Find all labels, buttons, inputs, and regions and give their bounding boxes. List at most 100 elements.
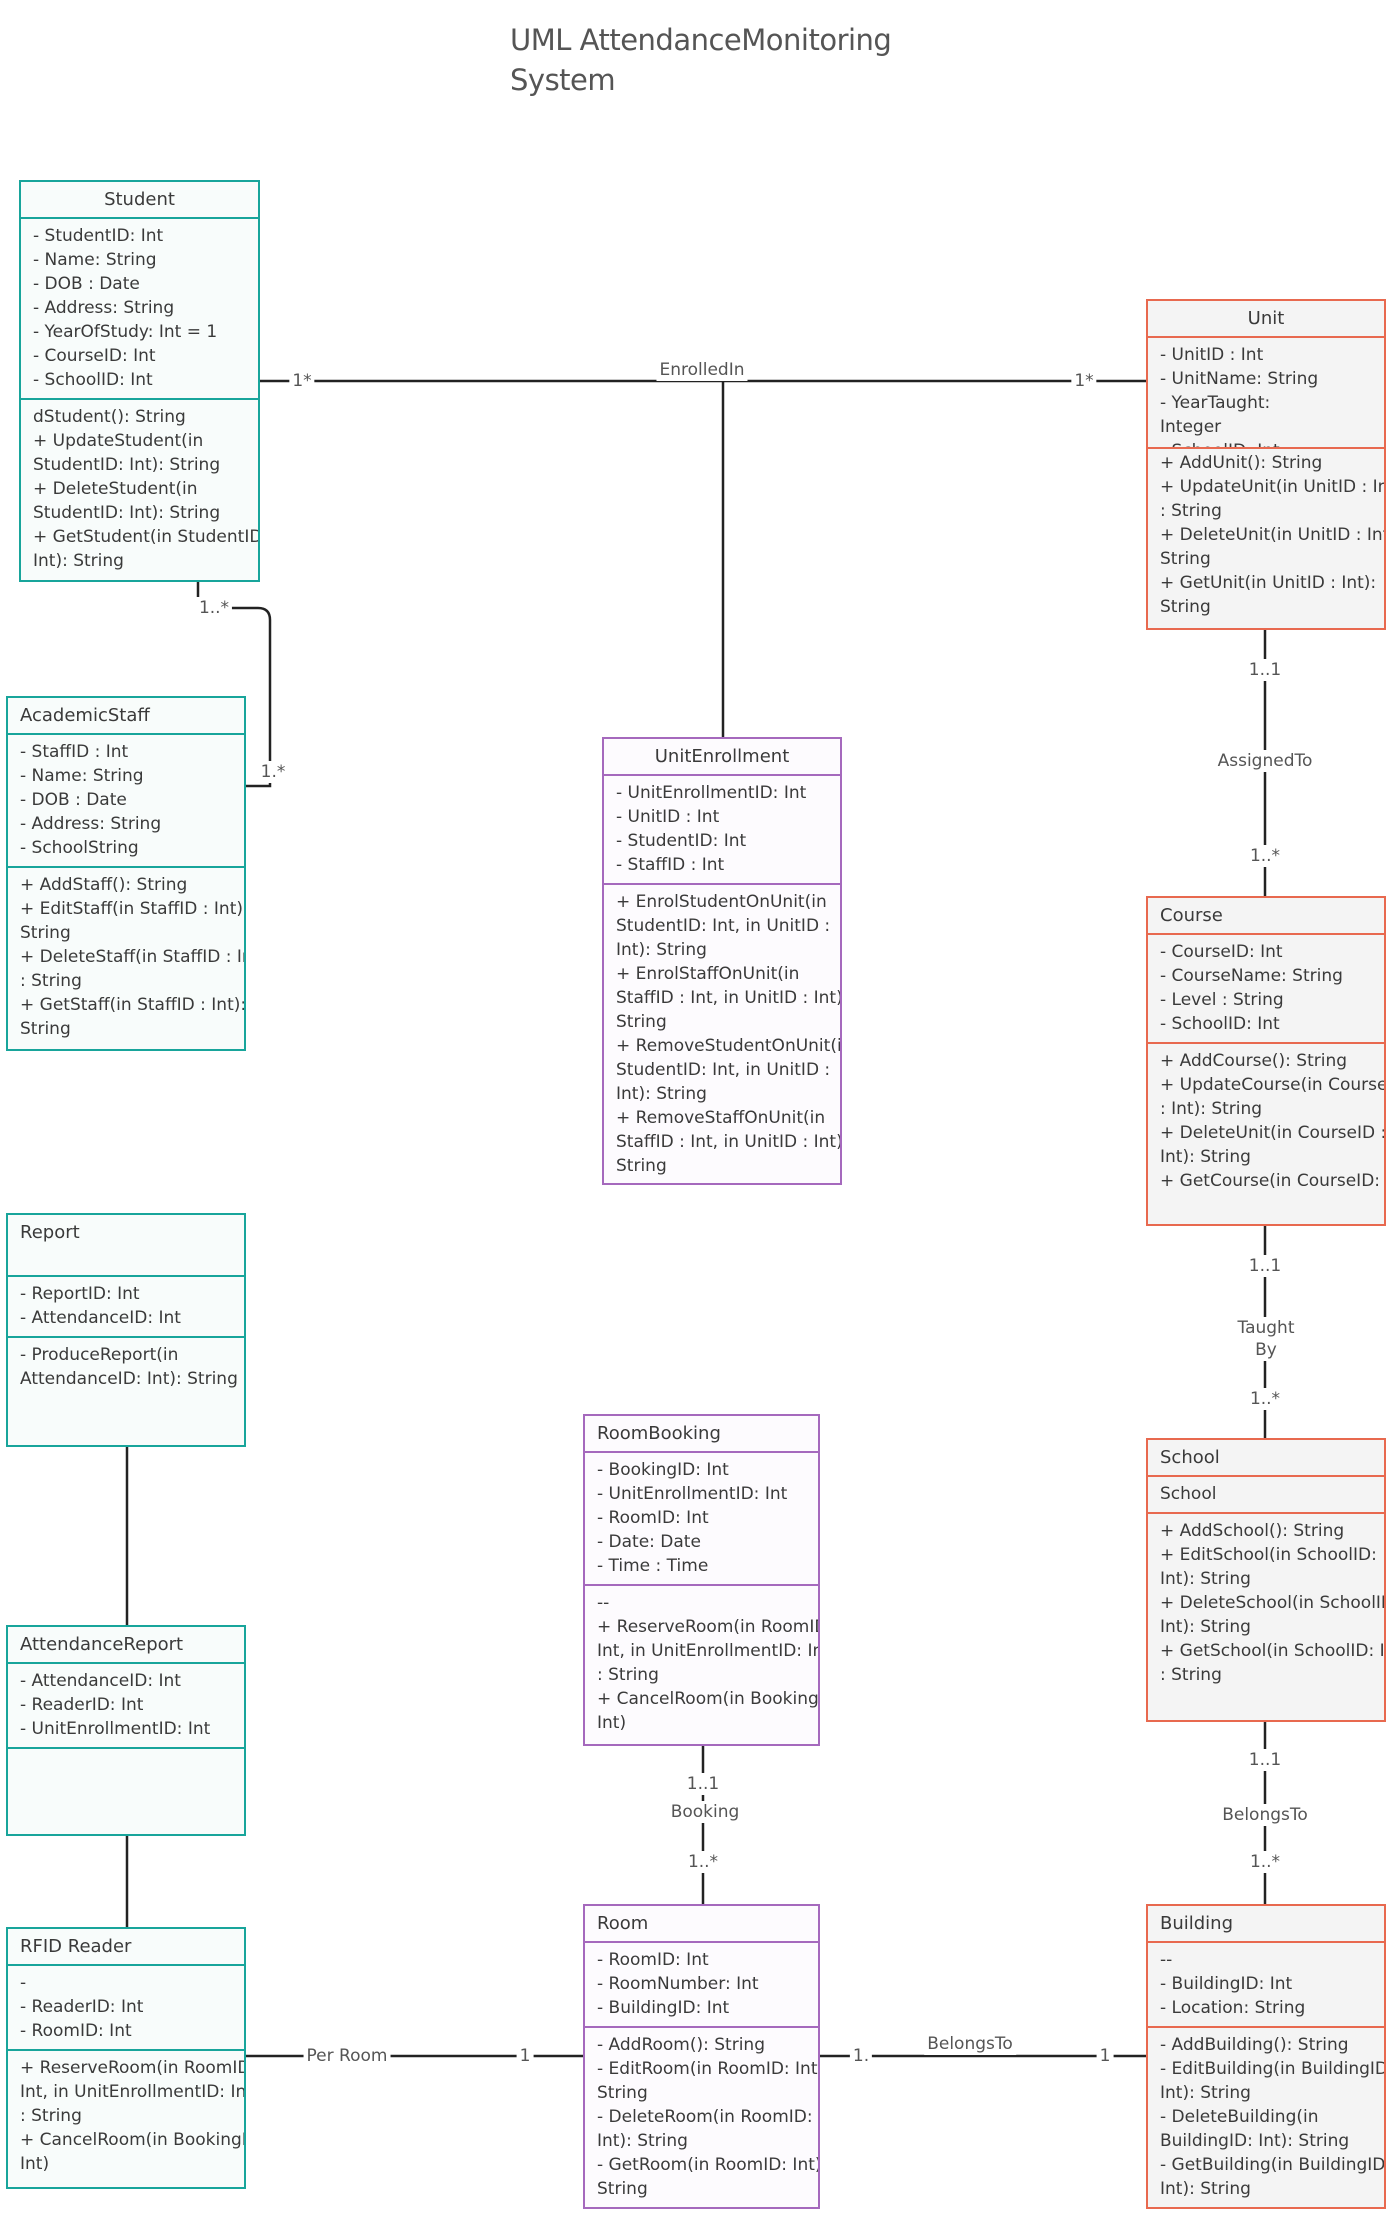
method: + DeleteUnit(in CourseID :	[1160, 1123, 1386, 1143]
class-student-attributes: - StudentID: Int - Name: String - DOB : …	[21, 219, 258, 400]
attribute: - ReaderID: Int	[20, 1997, 144, 2017]
class-attendancereport-methods	[8, 1749, 244, 1834]
label-school-belongs-mult: 1..1	[1245, 1749, 1285, 1771]
method: StudentID: Int): String	[33, 503, 221, 523]
class-unitenrollment-methods: + EnrolStudentOnUnit(in StudentID: Int, …	[604, 885, 842, 1183]
method: + UpdateCourse(in CourseID	[1160, 1075, 1386, 1095]
method: Int): String	[33, 551, 124, 571]
attribute: - UnitID : Int	[616, 807, 720, 827]
class-school-attributes: School	[1148, 1477, 1384, 1514]
class-room[interactable]: Room - RoomID: Int - RoomNumber: Int - B…	[583, 1904, 820, 2209]
attribute: - CourseName: String	[1160, 966, 1343, 986]
attribute: - StaffID : Int	[616, 855, 725, 875]
attribute: - YearOfStudy: Int = 1	[33, 322, 218, 342]
class-unitenrollment[interactable]: UnitEnrollment - UnitEnrollmentID: Int -…	[602, 737, 842, 1185]
label-room-building-mult-right: 1	[1096, 2045, 1114, 2067]
diagram-title-line-2: System	[510, 63, 616, 97]
method: + EnrolStaffOnUnit(in	[616, 964, 800, 984]
class-room-name: Room	[585, 1906, 818, 1943]
method: + GetStudent(in StudentID:	[33, 527, 260, 547]
method: Int): String	[1160, 2179, 1251, 2199]
method: + RemoveStaffOnUnit(in	[616, 1108, 826, 1128]
class-course-methods: + AddCourse(): String + UpdateCourse(in …	[1148, 1044, 1384, 1199]
class-unit-methods: + AddUnit(): String + UpdateUnit(in Unit…	[1148, 449, 1384, 625]
class-rfidreader-attributes: - - ReaderID: Int - RoomID: Int	[8, 1966, 244, 2051]
method: + ReserveRoom(in RoomID:	[20, 2058, 246, 2078]
method: StudentID: Int, in UnitID :	[616, 916, 831, 936]
class-academicstaff-methods: + AddStaff(): String + EditStaff(in Staf…	[8, 868, 244, 1047]
class-roombooking-attributes: - BookingID: Int - UnitEnrollmentID: Int…	[585, 1453, 818, 1586]
attribute: - SchoolID: Int	[1160, 1014, 1280, 1034]
attribute: - RoomID: Int	[20, 2021, 132, 2041]
attribute: School	[1160, 1484, 1217, 1504]
method: String	[616, 1012, 667, 1032]
attribute: - CourseID: Int	[1160, 942, 1283, 962]
class-attendancereport-name: AttendanceReport	[8, 1627, 244, 1664]
label-belongs-to-building: BelongsTo	[924, 2033, 1016, 2055]
class-unit-name: Unit	[1148, 301, 1384, 338]
class-unitenrollment-attributes: - UnitEnrollmentID: Int - UnitID : Int -…	[604, 776, 840, 885]
method: : String	[597, 1665, 659, 1685]
attribute: - Level : String	[1160, 990, 1284, 1010]
label-per-room-mult: 1	[516, 2045, 534, 2067]
class-unit[interactable]: Unit - UnitID : Int - UnitName: String -…	[1146, 299, 1386, 630]
method: Int): String	[1160, 1147, 1251, 1167]
method: : String	[20, 971, 82, 991]
class-student[interactable]: Student - StudentID: Int - Name: String …	[19, 180, 260, 582]
class-rfidreader[interactable]: RFID Reader - - ReaderID: Int - RoomID: …	[6, 1927, 246, 2189]
attribute: - SchoolID: Int	[1160, 439, 1372, 447]
method: String	[597, 2179, 648, 2199]
method: StaffID : Int, in UnitID : Int):	[616, 1132, 842, 1152]
attribute: - DOB : Date	[20, 790, 127, 810]
method: + GetSchool(in SchoolID: Int)	[1160, 1641, 1386, 1661]
class-school-name: School	[1148, 1440, 1384, 1477]
class-course[interactable]: Course - CourseID: Int - CourseName: Str…	[1146, 896, 1386, 1226]
attribute: - Address: String	[33, 298, 175, 318]
method: : Int): String	[1160, 1099, 1263, 1119]
method: Int): String	[1160, 1617, 1251, 1637]
method: + DeleteSchool(in SchoolID:	[1160, 1593, 1386, 1613]
method: + RemoveStudentOnUnit(in	[616, 1036, 842, 1056]
label-school-taught-mult: 1..*	[1246, 1388, 1284, 1410]
method: + EnrolStudentOnUnit(in	[616, 892, 827, 912]
method: - EditRoom(in RoomID: Int):	[597, 2059, 820, 2079]
class-report-methods: - ProduceReport(in AttendanceID: Int): S…	[8, 1338, 244, 1397]
label-enrolled-in: EnrolledIn	[656, 359, 748, 381]
method: StudentID: Int, in UnitID :	[616, 1060, 831, 1080]
class-building[interactable]: Building -- - BuildingID: Int - Location…	[1146, 1904, 1386, 2209]
label-unit-assigned-mult: 1..1	[1245, 659, 1285, 681]
method: - DeleteRoom(in RoomID:	[597, 2107, 813, 2127]
method: String	[20, 923, 71, 943]
diagram-title-line-1: UML AttendanceMonitoring	[510, 23, 892, 57]
class-building-methods: - AddBuilding(): String - EditBuilding(i…	[1148, 2028, 1384, 2207]
attribute: -	[20, 1973, 27, 1993]
label-booking: Booking	[667, 1801, 743, 1823]
label-course-taught-mult: 1..1	[1245, 1255, 1285, 1277]
attribute: - StaffID : Int	[20, 742, 129, 762]
method: Int): String	[616, 940, 707, 960]
label-belongs-to-school: BelongsTo	[1219, 1804, 1311, 1826]
class-academicstaff[interactable]: AcademicStaff - StaffID : Int - Name: St…	[6, 696, 246, 1051]
method: + DeleteStudent(in	[33, 479, 198, 499]
attribute: - UnitEnrollmentID: Int	[597, 1484, 788, 1504]
class-attendancereport[interactable]: AttendanceReport - AttendanceID: Int - R…	[6, 1625, 246, 1836]
diagram-title: UML AttendanceMonitoring System	[510, 20, 930, 100]
class-roombooking-methods: -- + ReserveRoom(in RoomID: Int, in Unit…	[585, 1586, 818, 1741]
class-report[interactable]: Report - ReportID: Int - AttendanceID: I…	[6, 1213, 246, 1447]
label-room-building-mult-left: 1.	[849, 2045, 873, 2067]
label-per-room: Per Room	[303, 2045, 391, 2067]
attribute: - DOB : Date	[33, 274, 140, 294]
label-student-staff-mult: 1..*	[195, 597, 233, 619]
method: + UpdateStudent(in	[33, 431, 204, 451]
attribute: - Address: String	[20, 814, 162, 834]
class-academicstaff-attributes: - StaffID : Int - Name: String - DOB : D…	[8, 735, 244, 868]
class-room-methods: - AddRoom(): String - EditRoom(in RoomID…	[585, 2028, 818, 2207]
attribute: - Name: String	[20, 766, 144, 786]
method: : String	[1160, 1665, 1222, 1685]
method: Int): String	[616, 1084, 707, 1104]
attribute: - BuildingID: Int	[597, 1998, 730, 2018]
class-school[interactable]: School School + AddSchool(): String + Ed…	[1146, 1438, 1386, 1722]
method: BuildingID: Int): String	[1160, 2131, 1350, 2151]
class-roombooking[interactable]: RoomBooking - BookingID: Int - UnitEnrol…	[583, 1414, 820, 1746]
attribute: - StudentID: Int	[33, 226, 164, 246]
